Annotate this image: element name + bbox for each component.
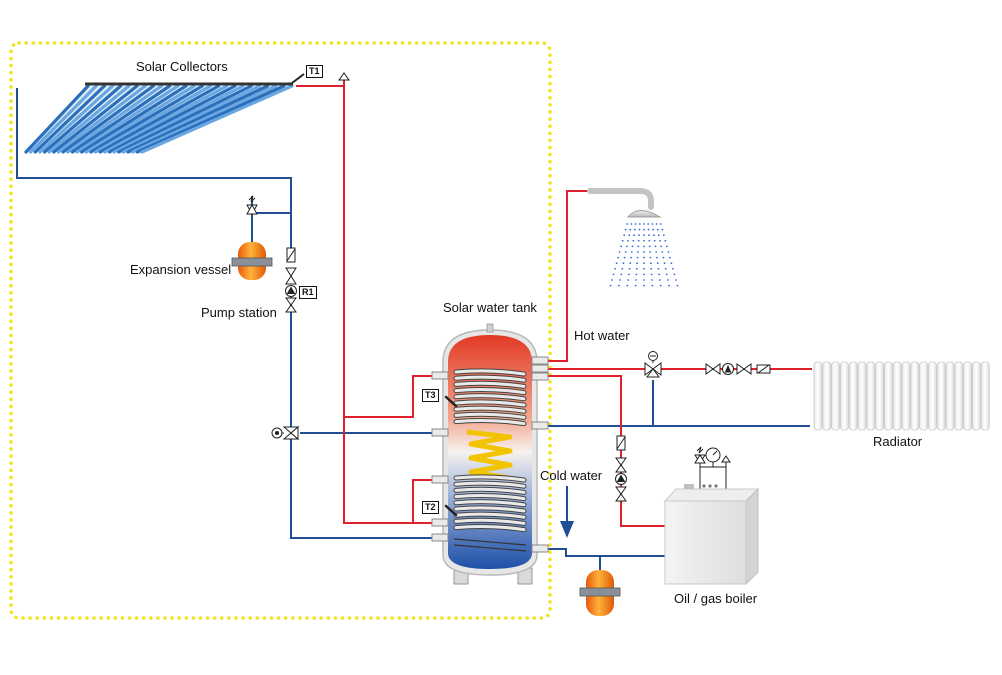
safety-valve-icon bbox=[246, 195, 258, 216]
hot-pipes bbox=[296, 85, 812, 527]
radiator-circuit-fittings bbox=[705, 363, 771, 375]
radiator-icon bbox=[813, 361, 990, 431]
tank-ports-left bbox=[431, 371, 449, 542]
sensor-tag-t3: T3 bbox=[422, 389, 439, 402]
boiler-expansion-vessel bbox=[579, 570, 621, 616]
solar-system-boundary bbox=[9, 41, 552, 620]
expansion-vessel bbox=[231, 236, 273, 280]
three-way-valve-icon bbox=[271, 425, 300, 441]
label-pump-station: Pump station bbox=[201, 305, 277, 320]
mixing-valve-icon bbox=[644, 351, 662, 378]
pump-station-fittings bbox=[285, 247, 297, 313]
cold-water-arrow-icon bbox=[560, 486, 574, 538]
solar-collector-panel bbox=[24, 73, 305, 154]
sensor-probes bbox=[444, 395, 458, 517]
sensor-tag-r1: R1 bbox=[299, 286, 317, 299]
boiler-safety-group bbox=[694, 446, 731, 489]
label-boiler: Oil / gas boiler bbox=[674, 591, 758, 606]
cold-pipes bbox=[16, 88, 810, 570]
label-radiator: Radiator bbox=[873, 434, 923, 449]
label-hot-water: Hot water bbox=[574, 328, 630, 343]
shower-head-icon bbox=[587, 188, 679, 287]
solar-water-tank bbox=[442, 323, 538, 585]
label-expansion-vessel: Expansion vessel bbox=[130, 262, 232, 277]
air-vent-icon bbox=[338, 72, 350, 86]
label-solar-collectors: Solar Collectors bbox=[136, 59, 228, 74]
bottom-coil bbox=[453, 538, 527, 552]
tank-ports-right bbox=[531, 356, 549, 553]
sensor-tag-t2: T2 bbox=[422, 501, 439, 514]
boiler-loop-fittings bbox=[615, 435, 627, 502]
boiler-icon bbox=[663, 484, 760, 586]
label-cold-water: Cold water bbox=[540, 468, 603, 483]
label-solar-water-tank: Solar water tank bbox=[443, 300, 537, 315]
sensor-tag-t1: T1 bbox=[306, 65, 323, 78]
